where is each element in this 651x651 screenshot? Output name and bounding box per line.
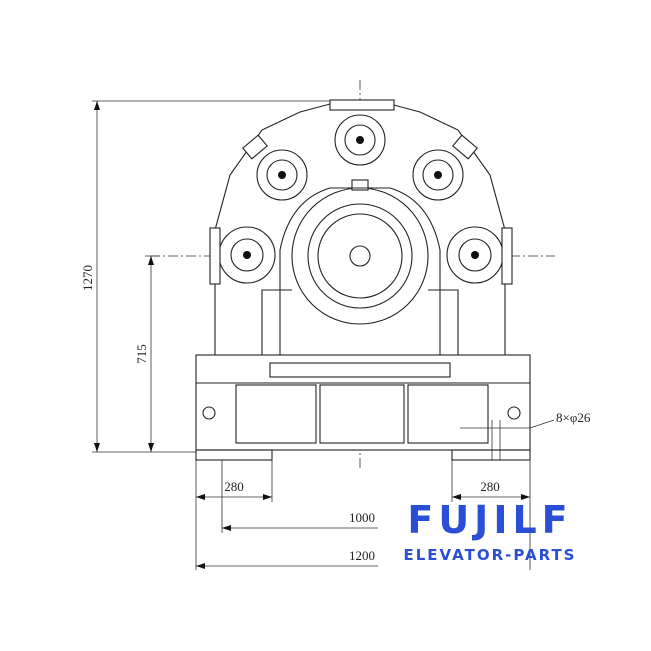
svg-text:280: 280 <box>224 479 244 494</box>
dimension-base-width: 1200 <box>196 548 378 569</box>
base-top-plate <box>269 362 451 378</box>
motor-hub <box>317 213 403 299</box>
svg-text:8×φ26: 8×φ26 <box>556 410 591 425</box>
brake-unit-upper-left <box>242 134 308 201</box>
pedestal-inner <box>261 289 459 355</box>
dimension-holes: 8×φ26 <box>460 410 591 460</box>
motor-top-block <box>351 179 369 191</box>
base-frame <box>195 354 531 451</box>
svg-text:280: 280 <box>480 479 500 494</box>
dimension-foot-right: 280 <box>451 460 531 570</box>
motor-flange <box>307 203 413 309</box>
brake-unit-upper-right <box>412 134 478 201</box>
svg-text:1200: 1200 <box>349 548 375 563</box>
brand-logo: FUJILF ELEVATOR-PARTS <box>380 500 600 564</box>
dimension-foot-left: 280 <box>195 460 273 570</box>
brand-name: FUJILF <box>407 498 573 542</box>
svg-text:715: 715 <box>134 344 149 364</box>
dimension-hole-span: 1000 <box>221 460 378 533</box>
brake-unit-right <box>446 226 513 285</box>
svg-text:1270: 1270 <box>80 265 95 291</box>
motor-shaft <box>349 245 371 267</box>
brake-unit-top <box>334 114 386 166</box>
svg-text:1000: 1000 <box>349 510 375 525</box>
base-hole-right <box>507 406 521 420</box>
brake-unit-left <box>209 226 276 285</box>
dimension-shaft-height: 715 <box>134 255 160 452</box>
dimension-overall-height: 1270 <box>80 100 330 453</box>
pedestal <box>279 187 441 355</box>
brand-subtitle: ELEVATOR-PARTS <box>403 546 577 564</box>
base-hole-left <box>202 406 216 420</box>
top-lug <box>329 99 395 111</box>
